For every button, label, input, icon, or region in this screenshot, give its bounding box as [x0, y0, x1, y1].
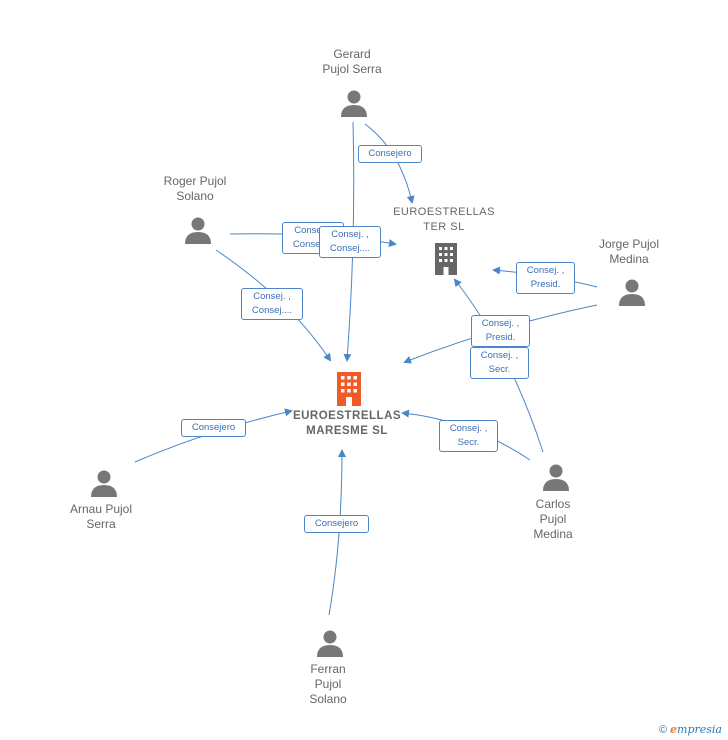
- person-gerard-name: Gerard Pujol Serra: [322, 47, 382, 76]
- company-ter-name: EUROESTRELLAS TER SL: [393, 206, 495, 233]
- person-gerard[interactable]: Gerard Pujol Serra: [300, 47, 404, 77]
- edge-ferran-main: [328, 449, 346, 616]
- role-gerard-main[interactable]: Consej. , Consej....: [319, 226, 381, 258]
- person-roger[interactable]: Roger Pujol Solano: [143, 174, 247, 204]
- role-roger-main[interactable]: Consej. , Consej....: [241, 288, 303, 320]
- person-carlos[interactable]: Carlos Pujol Medina: [501, 497, 605, 542]
- role-ferran-main[interactable]: Consejero: [304, 515, 369, 533]
- person-arnau-name: Arnau Pujol Serra: [69, 502, 133, 531]
- person-jorge[interactable]: Jorge Pujol Medina: [577, 237, 681, 267]
- copyright-icon: ©: [658, 724, 667, 736]
- carlos-person-icon[interactable]: [541, 462, 571, 492]
- person-jorge-name: Jorge Pujol Medina: [598, 237, 660, 266]
- role-gerard-ter[interactable]: Consejero: [358, 145, 422, 163]
- role-carlos-main[interactable]: Consej. , Secr.: [439, 420, 498, 452]
- person-arnau[interactable]: Arnau Pujol Serra: [49, 502, 153, 532]
- company-ter[interactable]: EUROESTRELLAS TER SL: [384, 205, 504, 235]
- role-carlos-ter[interactable]: Consej. , Presid.: [471, 315, 530, 347]
- person-carlos-name: Carlos Pujol Medina: [533, 497, 573, 541]
- footer-brand[interactable]: © empresia: [659, 723, 722, 736]
- gerard-person-icon[interactable]: [339, 88, 369, 118]
- main-building-icon[interactable]: [333, 370, 365, 406]
- role-jorge-ter[interactable]: Consej. , Presid.: [516, 262, 575, 294]
- roger-person-icon[interactable]: [183, 215, 213, 245]
- company-main-name: EUROESTRELLAS MARESME SL: [292, 410, 402, 437]
- edge-gerard-ter: [364, 123, 415, 204]
- role-arnau-main[interactable]: Consejero: [181, 419, 246, 437]
- person-roger-name: Roger Pujol Solano: [163, 174, 227, 203]
- ferran-person-icon[interactable]: [315, 628, 345, 658]
- person-ferran-name: Ferran Pujol Solano: [309, 662, 347, 706]
- person-ferran[interactable]: Ferran Pujol Solano: [276, 662, 380, 707]
- brand-logo-initial: e: [670, 723, 678, 736]
- role-jorge-main[interactable]: Consej. , Secr.: [470, 347, 529, 379]
- jorge-person-icon[interactable]: [617, 277, 647, 307]
- brand-logo-text: mpresia: [677, 723, 722, 736]
- arnau-person-icon[interactable]: [89, 468, 119, 498]
- ter-building-icon[interactable]: [431, 241, 461, 275]
- company-main[interactable]: EUROESTRELLAS MARESME SL: [282, 409, 412, 439]
